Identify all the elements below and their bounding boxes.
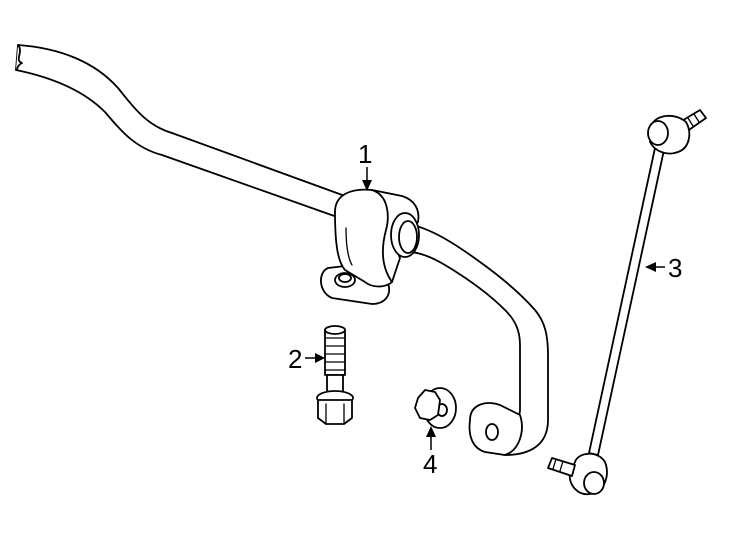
callout-1-arrowhead [362,180,372,191]
callout-2: 2 [288,344,325,374]
bolt-neck [326,374,344,393]
callout-3: 3 [645,253,682,283]
callout-4-label: 4 [423,449,437,479]
link-lower-stud-threads [552,458,564,472]
callout-2-label: 2 [288,344,302,374]
nut-hex [414,389,441,421]
stabilizer-bar-broken-end [15,44,23,71]
callout-4: 4 [423,426,437,479]
callout-4-arrowhead [426,426,436,437]
callout-3-arrowhead [645,262,656,272]
bolt-tip [324,325,346,335]
callout-1: 1 [358,139,372,191]
nut [414,387,457,429]
bolt [316,325,354,425]
bushing-mount-hole-inner [338,273,352,283]
callout-1-label: 1 [358,139,372,169]
bushing-edge-line [345,227,353,266]
stabilizer-bar-body [15,44,346,219]
link-upper-stud-threads [687,113,700,127]
stabilizer-link-rod [588,147,665,456]
bolt-hex-head [317,399,353,425]
callout-2-arrowhead [315,353,325,363]
link-upper-boot [647,120,669,146]
bolt-thread-lines [324,337,346,371]
stabilizer-bar-end-hole [485,423,499,441]
callout-3-label: 3 [668,253,682,283]
stabilizer-bar [15,44,549,456]
stabilizer-link [547,109,707,496]
bushing-ring-inner [398,220,418,254]
link-lower-boot [583,471,605,495]
bushing-bracket [320,188,420,305]
bushing-front-face [371,189,393,283]
